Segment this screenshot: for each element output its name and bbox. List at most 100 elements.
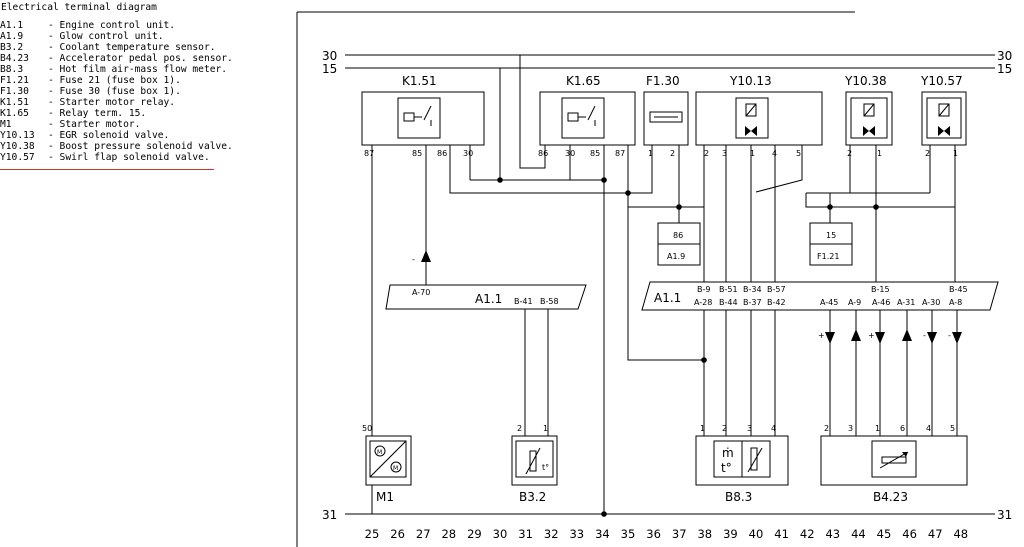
ecu-right-top-b9: B-9 <box>697 285 710 294</box>
legend-item-code: A1.9 <box>0 31 24 42</box>
ecu-right-bot-a9: A-9 <box>848 298 861 307</box>
highlight-underline <box>0 169 214 170</box>
ecu-right-top-b34: B-34 <box>743 285 762 294</box>
k151-relay: K1.51 87 85 86 30 <box>361 74 485 158</box>
b32-label: B3.2 <box>519 490 546 504</box>
pedal-sensor-icon <box>871 440 917 478</box>
ecu-right-bot-b44: B-44 <box>719 298 738 307</box>
b423-pin-3: 3 <box>848 424 853 433</box>
arrow-down-icon <box>875 332 885 344</box>
y1013-pin-1: 1 <box>750 149 755 158</box>
legend-item: B8.3- Hot film air-mass flow meter. <box>0 64 290 75</box>
sign-a45: + <box>818 331 825 340</box>
k165-relay: K1.65 86 30 85 87 <box>538 74 636 158</box>
sign-a30: - <box>923 331 926 340</box>
ecu-left-sign: - <box>412 255 415 264</box>
column-number: 36 <box>646 527 661 541</box>
k165-pin-85: 85 <box>590 149 600 158</box>
ecu-right-bot-b37: B-37 <box>743 298 762 307</box>
a19-connector: 86 A1.9 <box>657 222 701 266</box>
y1013-pin-5: 5 <box>796 149 801 158</box>
column-number: 44 <box>851 527 866 541</box>
column-number: 37 <box>672 527 687 541</box>
column-number: 26 <box>390 527 405 541</box>
arrow-down-icon <box>927 332 937 344</box>
ecu-right-box <box>641 281 999 311</box>
k151-pin-30: 30 <box>463 149 473 158</box>
legend-item-code: B8.3 <box>0 64 24 75</box>
valve-icon <box>938 126 950 136</box>
legend-item: B4.23- Accelerator pedal pos. sensor. <box>0 53 290 64</box>
legend-item: A1.9 - Glow control unit. <box>0 31 290 42</box>
column-number: 46 <box>902 527 917 541</box>
b83-symbol-temp: t° <box>721 461 732 475</box>
legend-item-code: M1 <box>0 119 12 130</box>
legend-item: M1 - Starter motor. <box>0 119 290 130</box>
column-number: 27 <box>416 527 431 541</box>
column-number: 28 <box>441 527 456 541</box>
y1013-pin-3: 3 <box>722 149 727 158</box>
legend-item-desc: - Glow control unit. <box>48 31 164 42</box>
ecu-right-bot-a45: A-45 <box>820 298 838 307</box>
column-number: 38 <box>697 527 712 541</box>
b423-pin-6: 6 <box>900 424 905 433</box>
column-number: 29 <box>467 527 482 541</box>
arrow-up-icon <box>421 250 431 262</box>
b32-pin-2: 2 <box>517 424 522 433</box>
m1-pin-50: 50 <box>362 424 372 433</box>
ecu-left-pin-b41: B-41 <box>514 297 533 306</box>
m1-label: M1 <box>376 490 394 504</box>
ecu-left: A1.1 A-70 B-41 B-58 - <box>385 255 587 310</box>
ecu-right: A1.1 B-9 B-51 B-34 B-57 B-15 B-45 A-28 B… <box>641 281 999 340</box>
legend-item-desc: - Starter motor. <box>48 119 141 130</box>
y1013-valve: Y10.13 2 3 1 4 5 <box>695 74 823 158</box>
f121-pin-15: 15 <box>826 231 836 240</box>
f130-pin-2: 2 <box>670 149 675 158</box>
valve-icon <box>745 126 757 136</box>
sign-a46: + <box>868 331 875 340</box>
y1038-pin-1: 1 <box>877 149 882 158</box>
y1038-label: Y10.38 <box>844 74 887 88</box>
legend-item-desc: - Boost pressure solenoid valve. <box>48 141 233 152</box>
legend-item-code: Y10.57 <box>0 152 35 163</box>
b83-sensor: ṁ t° 1 2 3 4 B8.3 <box>695 424 789 504</box>
k165-label: K1.65 <box>566 74 601 88</box>
sign-a8: - <box>948 331 951 340</box>
column-number: 43 <box>825 527 840 541</box>
y1057-valve: Y10.57 2 1 <box>920 74 967 158</box>
ecu-left-label: A1.1 <box>475 292 502 306</box>
legend-item: Y10.38 - Boost pressure solenoid valve. <box>0 141 290 152</box>
column-number: 32 <box>544 527 559 541</box>
b83-pin-1: 1 <box>700 424 705 433</box>
a19-pin-86: 86 <box>673 231 683 240</box>
y1013-label: Y10.13 <box>729 74 772 88</box>
y1057-pin-2: 2 <box>925 149 930 158</box>
legend-item-desc: - Coolant temperature sensor. <box>48 42 216 53</box>
column-number: 25 <box>365 527 380 541</box>
a19-label: A1.9 <box>667 252 685 261</box>
m1-starter-motor: M M 50 M1 <box>362 424 412 504</box>
legend-panel: Electrical terminal diagram A1.1- Engine… <box>0 0 290 170</box>
b83-pin-3: 3 <box>747 424 752 433</box>
k165-pin-86: 86 <box>538 149 548 158</box>
legend-item-code: Y10.38 <box>0 141 35 152</box>
y1057-label: Y10.57 <box>920 74 963 88</box>
k151-switch-icon <box>423 105 432 121</box>
legend-item-code: K1.65 <box>0 108 29 119</box>
legend-item-code: K1.51 <box>0 97 29 108</box>
k151-label: K1.51 <box>402 74 437 88</box>
k151-pin-85: 85 <box>412 149 422 158</box>
column-number: 33 <box>569 527 584 541</box>
k165-pin-87: 87 <box>615 149 625 158</box>
ecu-right-top-b15: B-15 <box>871 285 890 294</box>
arrow-down-icon <box>952 332 962 344</box>
k165-coil-icon <box>567 112 579 122</box>
column-number: 48 <box>953 527 968 541</box>
rail-30-label-right: 30 <box>997 49 1012 63</box>
legend-item: K1.65- Relay term. 15. <box>0 108 290 119</box>
valve-icon <box>863 126 875 136</box>
b83-pin-4: 4 <box>771 424 776 433</box>
motor-icon-letter: M <box>393 465 398 472</box>
rail-15-label-left: 15 <box>322 62 337 76</box>
